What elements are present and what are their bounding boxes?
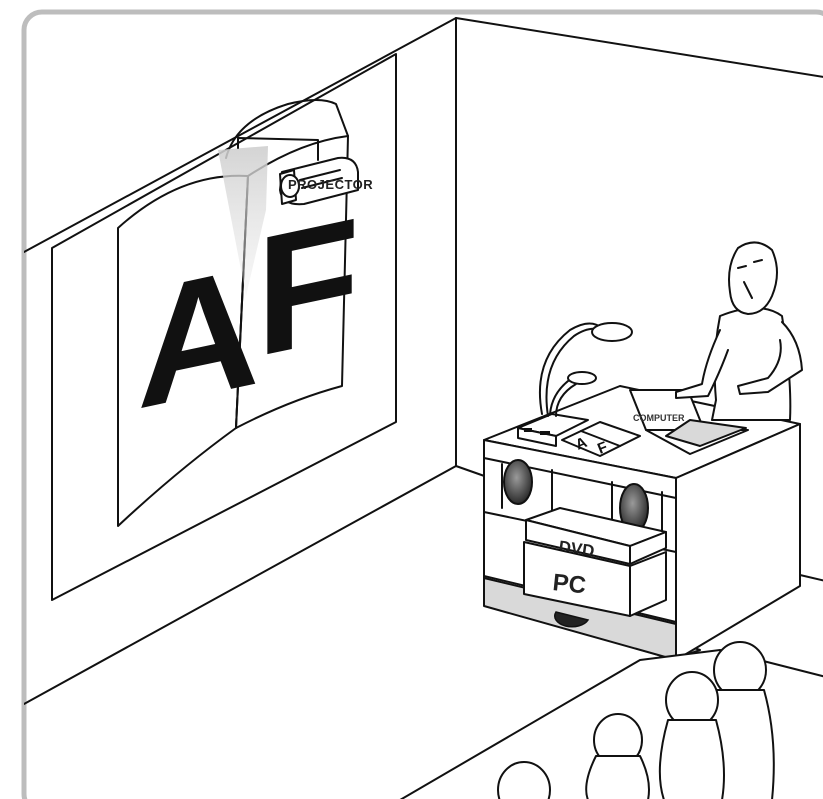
screen-letter-f: F xyxy=(256,181,360,393)
computer-label: COMPUTER xyxy=(633,413,685,423)
left-speaker xyxy=(504,460,532,504)
projector-label: PROJECTOR xyxy=(288,177,373,192)
pc-label: PC xyxy=(551,569,587,599)
